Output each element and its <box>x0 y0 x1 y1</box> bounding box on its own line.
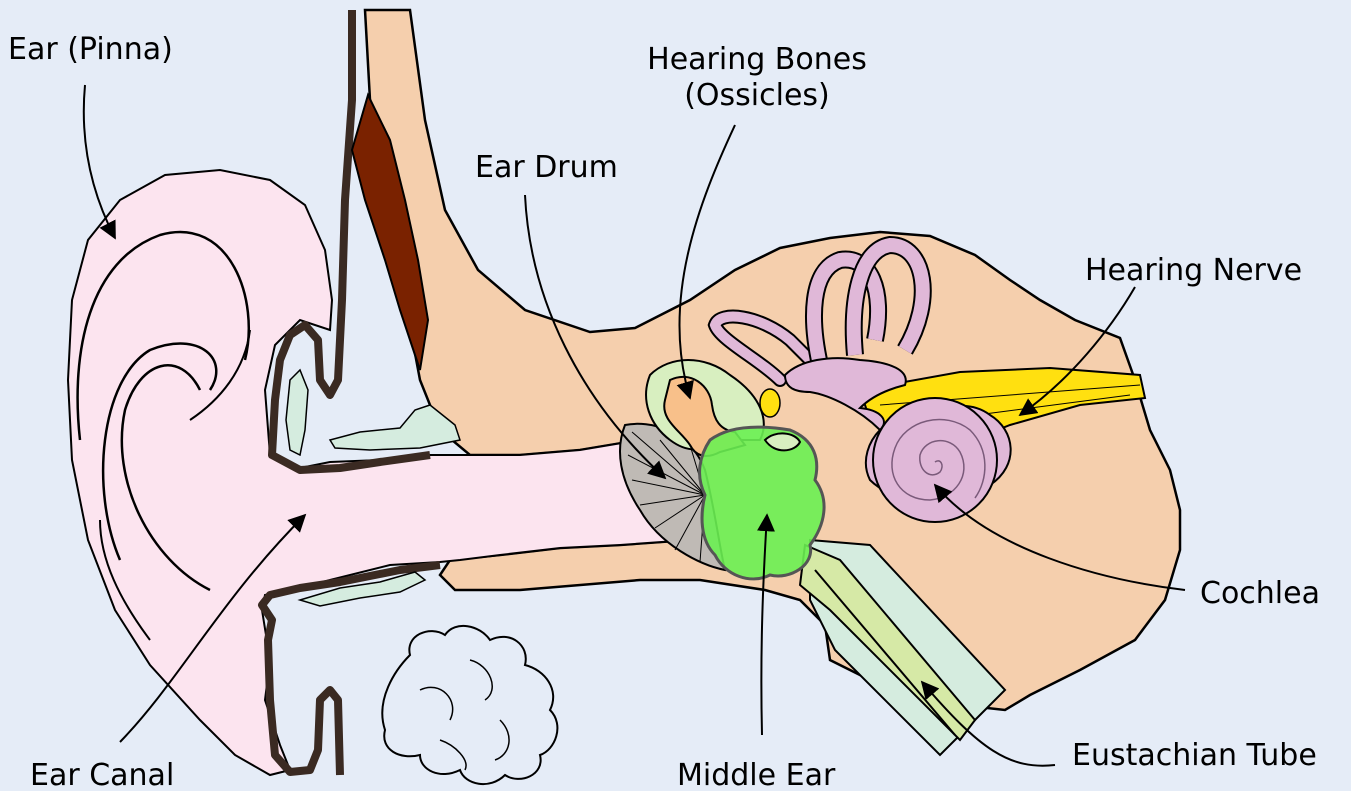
label-eustachian-tube: Eustachian Tube <box>1072 738 1317 774</box>
label-pinna: Ear (Pinna) <box>8 32 173 68</box>
pinna-shape <box>68 170 700 775</box>
label-ossicles-line2: (Ossicles) <box>612 78 902 114</box>
parotid-gland <box>382 626 557 784</box>
cartilage-upper <box>286 370 308 455</box>
label-cochlea: Cochlea <box>1200 576 1320 612</box>
label-ossicles-line1: Hearing Bones <box>612 42 902 78</box>
label-ossicles: Hearing Bones (Ossicles) <box>612 42 902 114</box>
label-hearing-nerve: Hearing Nerve <box>1085 253 1302 289</box>
label-middle-ear: Middle Ear <box>677 758 835 791</box>
skull-tissue <box>365 10 1180 710</box>
middle-ear-shape <box>700 427 825 579</box>
vestibule-window <box>760 389 780 417</box>
parotid-lobe-lines <box>420 660 509 770</box>
label-ear-drum: Ear Drum <box>475 150 618 186</box>
label-ear-canal: Ear Canal <box>30 758 174 791</box>
